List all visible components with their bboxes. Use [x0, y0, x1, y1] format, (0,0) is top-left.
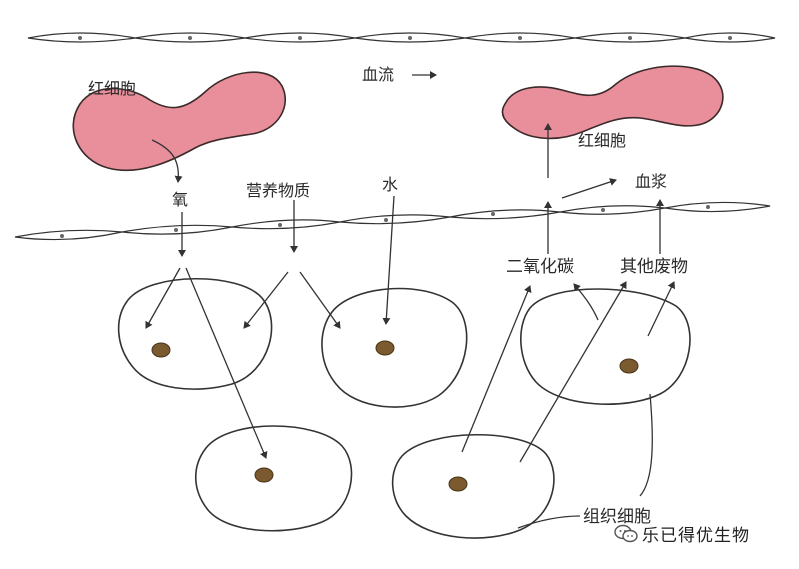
capillary-wall-bottom	[14, 201, 771, 241]
tissue-cell-1	[117, 278, 273, 390]
waste-from-cell5-arrow	[519, 281, 627, 463]
tissue-cell-3	[520, 288, 691, 405]
nucleus	[151, 342, 171, 358]
nucleus	[619, 358, 639, 374]
red-blood-cell-right	[501, 65, 724, 140]
tissue-cell-2	[321, 287, 468, 408]
nutrients-to-cell2-arrow	[299, 271, 341, 329]
red-blood-cell-left	[72, 71, 287, 172]
label-oxygen: 氧	[172, 190, 188, 209]
co2-from-cell5-arrow	[461, 285, 532, 453]
waste-from-cell3-arrow	[647, 281, 676, 337]
water-arrow	[382, 195, 395, 325]
tissue-cell-4	[195, 425, 353, 532]
label-tissue-cells: 组织细胞	[583, 507, 651, 527]
label-plasma: 血浆	[635, 172, 667, 191]
label-rbc-right: 红细胞	[578, 131, 626, 150]
co2-from-cell3-arrow	[573, 283, 599, 321]
tissue-cells-leader-line	[639, 393, 653, 497]
watermark: 乐已得优生物	[614, 521, 750, 546]
nutrients-to-cell1-arrow	[243, 271, 289, 329]
label-rbc-left: 红细胞	[88, 79, 136, 98]
oxygen-to-cell4-arrow	[185, 267, 268, 459]
oxygen-release-arrow	[151, 139, 183, 183]
tissue-cells-leader-line-2	[517, 515, 581, 529]
label-co2: 二氧化碳	[506, 257, 574, 277]
wechat-icon	[614, 524, 638, 542]
tissue-cell-5	[391, 434, 555, 539]
nucleus	[375, 340, 395, 356]
nucleus	[448, 476, 468, 492]
nucleus	[254, 467, 274, 483]
capillary-wall-top	[27, 32, 776, 43]
watermark-text: 乐已得优生物	[642, 526, 750, 546]
label-nutrients: 营养物质	[246, 181, 310, 200]
label-other-waste: 其他废物	[620, 257, 688, 277]
label-water: 水	[382, 175, 398, 194]
oxygen-to-cell1-arrow	[145, 267, 181, 329]
label-blood-flow: 血流	[362, 65, 394, 84]
co2-to-plasma-arrow	[561, 178, 617, 199]
